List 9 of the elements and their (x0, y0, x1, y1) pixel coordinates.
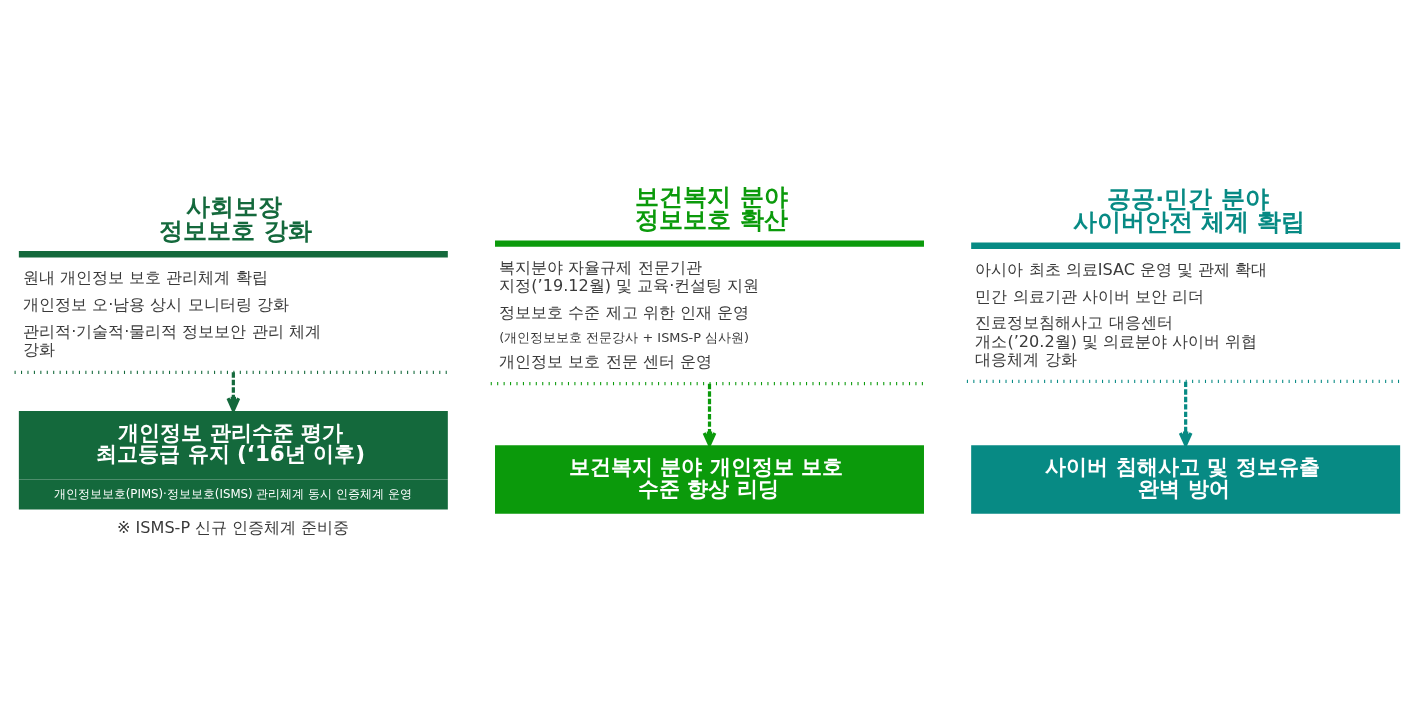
node-box: 사이버 침해사고 및 정보유출 완벽 방어 (970, 445, 1400, 514)
node-box: 보건복지 분야 개인정보 보호 수준 향상 리딩 (494, 445, 924, 514)
arrow (1178, 381, 1193, 447)
node-label: ※ ISMS-P 신규 인증체계 준비중 (116, 518, 349, 538)
arrow (225, 372, 240, 412)
arrow (702, 383, 716, 447)
node-label: 사회보장 정보보호 강화 (158, 193, 312, 245)
node-label: 공공·민간 분야 사이버안전 체계 확립 (1072, 184, 1305, 237)
node-label: 보건복지 분야 정보보호 확산 (635, 182, 788, 235)
